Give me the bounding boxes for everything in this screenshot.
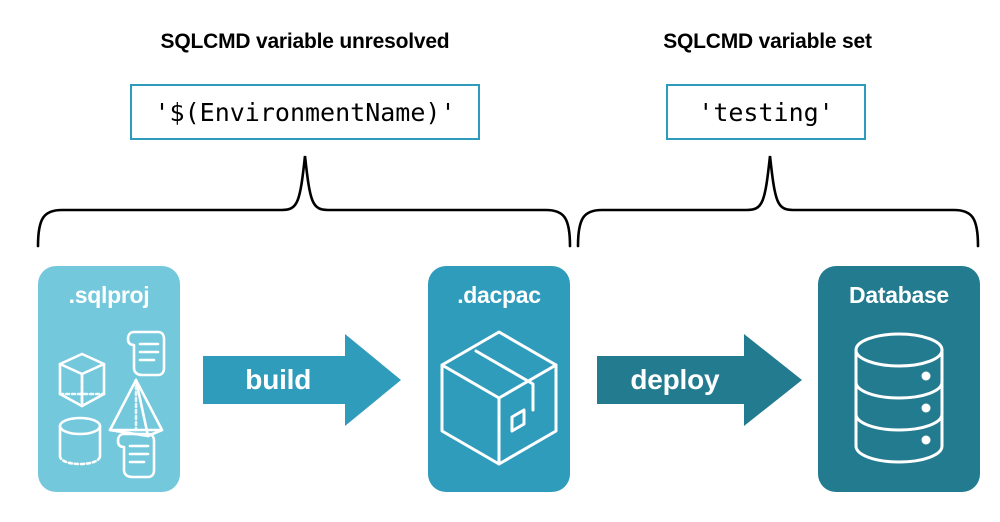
right-curly-brace bbox=[576, 155, 980, 248]
deploy-arrow-shape bbox=[597, 334, 802, 426]
heading-sqlcmd-variable-unresolved: SQLCMD variable unresolved bbox=[160, 30, 450, 53]
build-arrow-shape bbox=[203, 334, 401, 426]
database-cylinder-icon bbox=[854, 332, 944, 464]
package-box-icon bbox=[440, 330, 558, 466]
deploy-arrow: deploy bbox=[597, 334, 802, 426]
heading-sqlcmd-variable-set: SQLCMD variable set bbox=[663, 30, 872, 53]
scroll-icon bbox=[126, 330, 166, 377]
card-sqlproj: .sqlproj bbox=[38, 266, 180, 492]
card-database: Database bbox=[818, 266, 980, 492]
card-dacpac: .dacpac bbox=[428, 266, 570, 492]
cylinder-icon bbox=[58, 416, 102, 466]
card-database-label: Database bbox=[849, 282, 949, 308]
code-box-environment-name: '$(EnvironmentName)' bbox=[130, 84, 480, 140]
database-status-dot bbox=[921, 403, 931, 413]
card-sqlproj-label: .sqlproj bbox=[68, 282, 150, 308]
database-status-dot bbox=[921, 435, 931, 445]
scroll-icon bbox=[116, 432, 156, 479]
left-curly-brace bbox=[36, 155, 572, 248]
cube-icon bbox=[58, 352, 106, 408]
code-box-testing: 'testing' bbox=[666, 84, 866, 140]
build-arrow: build bbox=[203, 334, 401, 426]
dacpac-icon-group bbox=[440, 330, 558, 466]
brace-group bbox=[36, 155, 980, 248]
database-status-dot bbox=[921, 371, 931, 381]
pyramid-icon bbox=[108, 378, 164, 438]
card-dacpac-label: .dacpac bbox=[457, 282, 541, 308]
sqlproj-icon-group bbox=[58, 330, 166, 479]
database-icon-group bbox=[854, 332, 944, 464]
